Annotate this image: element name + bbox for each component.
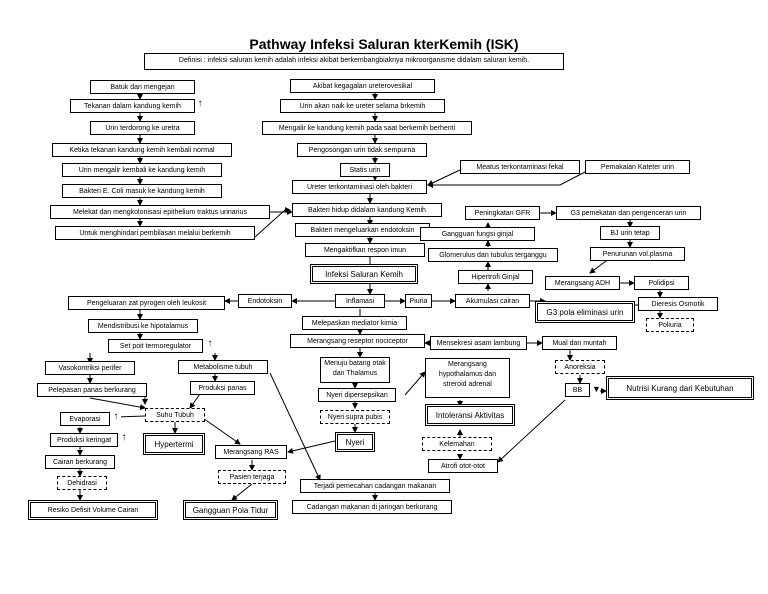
node-vasokontriksi: Vasokontriksi perifer <box>45 361 135 375</box>
node-kateter: Pemakaian Kateter urin <box>585 160 690 174</box>
node-merangsang-hypothalamus: Merangsang hypothalamus dan streroid adr… <box>425 358 510 398</box>
node-polidipsi: Polidipsi <box>634 276 689 290</box>
node-urin-naik: Urin akan naik ke ureter selama brkemih <box>280 99 445 113</box>
page-title: Pathway Infeksi Saluran kterKemih (ISK) <box>249 36 519 52</box>
definition-box: Definisi : infeksi saluran kemih adalah … <box>144 53 564 70</box>
node-pengosongan: Pengosongan urin tidak sempurna <box>297 143 427 157</box>
node-statis: Statis urin <box>340 163 390 177</box>
node-inflamasi: Inflamasi <box>335 294 385 308</box>
node-pelepasan-panas: Pelepasan panas berkurang <box>37 383 147 397</box>
node-set-point: Set poit termoregulator <box>108 339 203 353</box>
node-peningkatan-gfr: Peningkatan GFR <box>465 206 540 220</box>
up-arrow-icon: ↑ <box>204 337 216 353</box>
node-urin-mengalir-kembali: Urin mengalir kembali ke kandung kemih <box>62 163 222 177</box>
node-merangsang-ras: Merangsang RAS <box>215 445 287 459</box>
node-mual: Mual dan muntah <box>542 336 617 350</box>
node-anoreksia: Anoreksia <box>555 360 605 374</box>
node-melekat: Melekat dan mengkolonisasi epithelium tr… <box>50 205 270 219</box>
node-kelemahan: Kelemahan <box>422 437 492 451</box>
node-bakteri-endotoksin: Bakteri mengeluarkan endotoksin <box>295 223 430 237</box>
node-dehidrasi: Dehidrasi <box>57 476 107 490</box>
node-dieresis: Dieresis Osmotik <box>638 297 718 311</box>
node-piuria: Piuria <box>405 294 432 308</box>
up-arrow-icon: ↑ <box>195 97 205 113</box>
node-batuk: Batuk dan mengejan <box>90 80 195 94</box>
node-gangguan-fungsi: Gangguan fungsi ginjal <box>420 227 535 241</box>
node-nyeri: Nyeri <box>335 432 375 452</box>
node-intoleransi: Intoleransi Aktivitas <box>425 404 515 426</box>
node-produksi-panas: Produksi panas <box>190 381 255 395</box>
node-ketika-tekanan: Ketika tekanan kandung kemih kembali nor… <box>52 143 232 157</box>
node-pengeluaran: Pengeluaran zat pyrogen oleh leukosit <box>68 296 225 310</box>
node-produksi-keringat: Produksi keringat <box>50 433 118 447</box>
node-merangsang-reseptor: Merangsang reseptor nociceptor <box>290 334 425 348</box>
node-terjadi-pemecahan: Terjadi pemecahan cadangan makanan <box>300 479 450 493</box>
node-cadangan: Cadangan makanan di jaringan berkurang <box>292 500 452 514</box>
node-evaporasi: Evaporasi <box>60 412 110 426</box>
node-untuk-menghindari: Untuk menghindari pembilasan melalui ber… <box>55 226 255 240</box>
node-cairan-berkurang: Cairan berkurang <box>45 455 115 469</box>
node-hipertrofi: Hipertrofi Ginjal <box>458 270 533 284</box>
node-resiko: Resiko Defisit Volume Cairan <box>28 500 158 520</box>
node-penurunan: Penurunan vol.plasma <box>590 247 685 261</box>
node-g3-pola: G3 pola eliminasi urin <box>535 301 635 323</box>
node-pasien: Pasien terjaga <box>218 470 286 484</box>
node-bj-urin: BJ urin tetap <box>600 226 660 240</box>
node-infeksi: Infeksi Saluran Kemih <box>310 264 418 284</box>
node-g3-pemekatan: G3 pemekatan dan pengenceran urin <box>556 206 701 220</box>
node-mengaktifkan: Mengaktifkan respon imun <box>305 243 425 257</box>
down-arrow-icon: ▼ <box>590 383 600 397</box>
node-mensekresi: Mensekresi asam lambung <box>430 336 527 350</box>
node-bb: BB <box>565 383 590 397</box>
node-endotoksin: Endotoksin <box>238 294 292 308</box>
node-menuju: Menuju batang otak dan Thalamus <box>320 357 390 383</box>
node-melepaskan: Melepaskan mediator kimia <box>302 316 407 330</box>
node-metabolisme: Metabolisme tubuh <box>178 360 268 374</box>
node-poliuria: Poliuria <box>646 318 694 332</box>
node-suhu: Suhu Tubuh <box>145 408 205 422</box>
up-arrow-icon: ↑ <box>119 431 129 447</box>
node-mengalir-kandung: Mengalir ke kandung kemih pada saat berk… <box>262 121 472 135</box>
node-bakteri-ecoli: Bakteri E. Coli masuk ke kandung kemih <box>62 184 222 198</box>
node-tekanan: Tekanan dalam kandung kemih <box>70 99 195 113</box>
node-akumulasi: Akumulasi cairan <box>455 294 530 308</box>
node-bakteri-hidup: Bakteri hidup didalam kandung Kemih <box>292 203 442 217</box>
node-atrofi: Atrofi otot-otot <box>428 459 498 473</box>
node-merangsang-adh: Merangsang ADH <box>545 276 620 290</box>
node-nutrisi: Nutrisi Kurang dari Kebutuhan <box>606 376 754 400</box>
node-gangguan-tidur: Gangguan Pola Tidur <box>183 500 278 520</box>
node-hipertermi: Hypertermi <box>143 433 205 455</box>
node-glomerulus: Glomerulus dan tubulus terganggu <box>428 248 558 262</box>
node-urin-terdorong: Urin terdorong ke uretra <box>90 121 195 135</box>
node-mendistribusi: Mendistribusi ke hipotalamus <box>88 319 198 333</box>
node-nyeri-supra: Nyeri supra pubis <box>320 410 390 424</box>
node-ureter: Ureter terkontaminasi oleh bakteri <box>292 180 427 194</box>
node-nyeri-dipersepsikan: Nyeri dipersepsikan <box>318 388 396 402</box>
up-arrow-icon: ↑ <box>111 410 121 426</box>
node-akibat-kegagalan: Akibat kegagalan ureterovesikal <box>290 79 435 93</box>
node-meatus: Meatus terkontaminasi fekal <box>460 160 580 174</box>
